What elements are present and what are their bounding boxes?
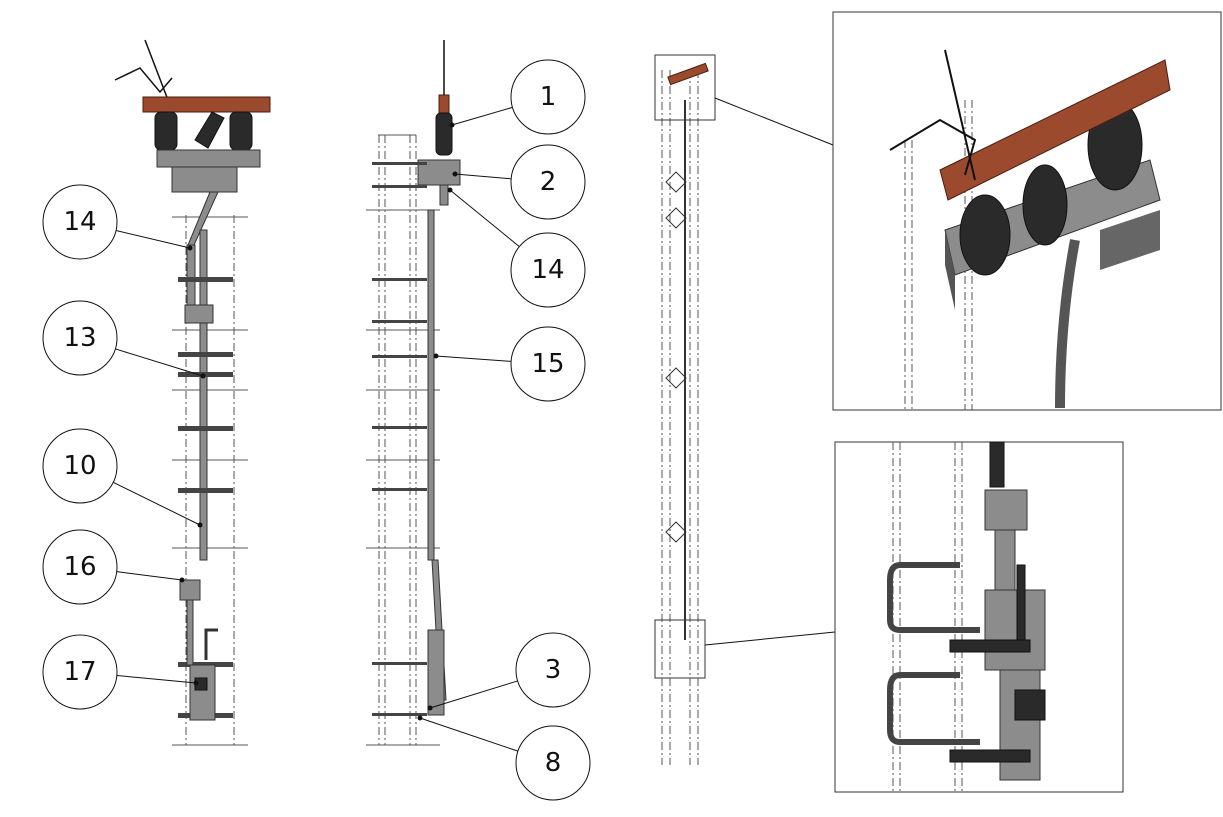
overview-assembly — [654, 54, 836, 765]
detail-view-bottom — [834, 441, 1124, 793]
callout-label: 16 — [63, 552, 96, 582]
callout-left-14: 14 — [42, 184, 193, 260]
callout-label: 10 — [63, 451, 96, 481]
callout-left-10: 10 — [42, 428, 203, 528]
leader-line — [429, 680, 518, 709]
side-view-assembly — [366, 40, 461, 746]
leader-line — [115, 230, 191, 249]
callout-label: 1 — [540, 82, 557, 112]
leader-line — [449, 189, 520, 247]
base-bracket — [156, 149, 261, 168]
callout-label: 17 — [63, 657, 96, 687]
callout-mid-3: 3 — [427, 632, 591, 711]
leader-line — [116, 674, 197, 684]
callout-circle — [515, 725, 591, 801]
leader-line — [451, 106, 513, 126]
callout-circle — [510, 232, 586, 308]
leader-dot — [452, 171, 458, 177]
leader-line — [112, 481, 201, 526]
callout-circle — [515, 632, 591, 708]
detail-box-top — [654, 54, 716, 121]
callout-left-17: 17 — [42, 634, 199, 710]
leader-line — [435, 355, 512, 362]
callout-mid-14: 14 — [447, 187, 586, 308]
callout-mid-2: 2 — [452, 144, 586, 220]
callout-group: 14 13 10 16 17 1 2 14 15 3 8 — [42, 59, 591, 801]
callout-circle — [42, 300, 118, 376]
leader-dot — [179, 577, 185, 583]
leader-line — [419, 717, 519, 752]
front-view-assembly — [114, 39, 271, 746]
callout-label: 13 — [63, 323, 96, 353]
callout-label: 2 — [540, 167, 557, 197]
callout-label: 8 — [545, 748, 562, 778]
callout-label: 14 — [531, 255, 564, 285]
callout-label: 14 — [63, 207, 96, 237]
callout-circle — [42, 428, 118, 504]
leader-line — [115, 348, 204, 377]
detail-box-bottom — [654, 619, 706, 679]
leader-dot — [447, 187, 453, 193]
leader-dot — [197, 522, 203, 528]
leader-dot — [187, 245, 193, 251]
leader-dot — [427, 705, 433, 711]
callout-circle — [42, 634, 118, 710]
callout-circle — [42, 529, 118, 605]
busbar — [142, 96, 271, 113]
callout-circle — [510, 144, 586, 220]
leader-dot — [449, 122, 455, 128]
callout-circle — [510, 326, 586, 402]
leader-line — [454, 173, 512, 180]
callout-left-13: 13 — [42, 300, 206, 379]
callout-circle — [510, 59, 586, 135]
callout-circle — [42, 184, 118, 260]
leader-dot — [433, 353, 439, 359]
detail-view-top — [832, 11, 1222, 411]
leader-line — [116, 571, 183, 581]
callout-mid-8: 8 — [417, 715, 591, 801]
callout-mid-1: 1 — [449, 59, 586, 135]
callout-mid-15: 15 — [433, 326, 586, 402]
callout-label: 3 — [545, 655, 562, 685]
break-lines — [172, 216, 248, 746]
callout-left-16: 16 — [42, 529, 185, 605]
detail-busbar — [939, 59, 1171, 201]
callout-label: 15 — [531, 349, 564, 379]
leader-dot — [193, 680, 199, 686]
leader-dot — [417, 715, 423, 721]
leader-dot — [200, 373, 206, 379]
